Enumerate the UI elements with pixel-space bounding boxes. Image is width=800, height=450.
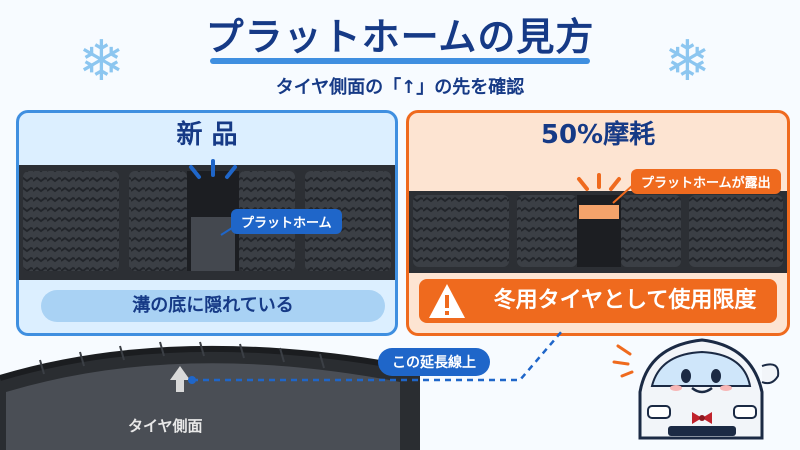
callout-platform-exposed: プラットホームが露出 [631, 169, 781, 194]
panel-worn-tire: 50%摩耗 プラットホームが露出 冬用タイヤとして使用限度 [406, 110, 790, 336]
snowflake-left-icon: ❄ [78, 29, 125, 94]
page-subtitle: タイヤ側面の「↑」の先を確認 [275, 77, 525, 98]
callout-platform: プラットホーム [231, 209, 342, 234]
caption-hidden-in-groove: 溝の底に隠れている [41, 290, 385, 322]
extension-line-label: この延長線上 [378, 348, 490, 376]
warning-text: 冬用タイヤとして使用限度 [493, 288, 757, 313]
page-title: プラットホームの見方 [205, 15, 595, 59]
snowflake-right-icon: ❄ [664, 29, 711, 94]
sidewall-label: タイヤ側面 [128, 417, 203, 435]
panel-new-heading: 新 品 [176, 120, 238, 150]
tire-sidewall-illustration [0, 330, 565, 450]
car-mascot [612, 338, 780, 440]
warning-banner: 冬用タイヤとして使用限度 [419, 279, 777, 323]
worn-tread-illustration [409, 173, 787, 273]
warning-icon [429, 284, 465, 318]
panel-worn-heading: 50%摩耗 [540, 120, 656, 150]
title-underline [210, 58, 590, 64]
panel-new-tire: 新 品 プラットホーム 溝の底に隠れている [16, 110, 398, 336]
